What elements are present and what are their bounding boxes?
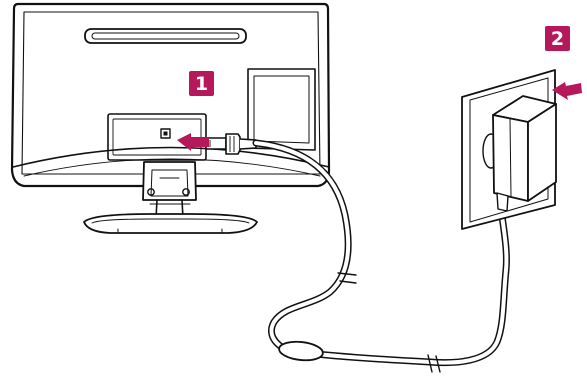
insert-arrow-icon [177, 133, 209, 151]
step-number-1: 1 [195, 73, 208, 95]
power-cable [252, 139, 510, 373]
vent-slot [84, 28, 247, 44]
monitor-back-panel [10, 2, 331, 188]
side-recess [247, 68, 316, 151]
dc-power-port-icon [160, 128, 171, 139]
ferrite-core [278, 340, 324, 362]
step-badge-2: 2 [545, 26, 570, 51]
insert-arrow-icon [552, 82, 582, 100]
stand-screw-right [182, 188, 190, 196]
monitor-inner-outline [21, 11, 321, 175]
step-badge-1: 1 [189, 71, 214, 96]
monitor-stand [83, 161, 258, 234]
stand-base [83, 213, 258, 234]
stand-screw-left [147, 188, 155, 196]
monitor-curve [12, 146, 330, 168]
power-adapter [492, 95, 557, 212]
monitor [10, 2, 331, 234]
step-number-2: 2 [551, 28, 564, 50]
